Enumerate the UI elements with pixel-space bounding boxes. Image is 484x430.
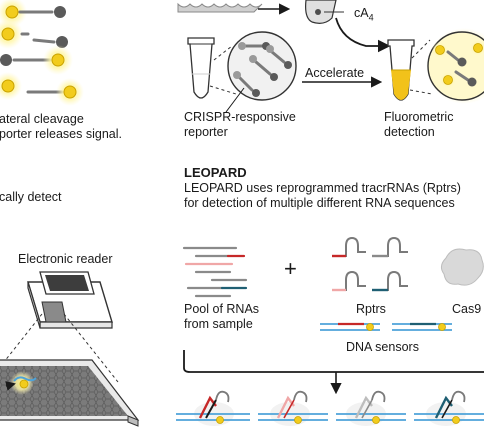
plus-symbol: + [284, 256, 297, 281]
tube-icon [187, 37, 215, 99]
leopard-description-line2: for detection of multiple different RNA … [184, 196, 455, 210]
leopard-description-line1: LEOPARD uses reprogrammed tracrRNAs (Rpt… [184, 181, 461, 195]
reporter-bead-icon [0, 54, 12, 66]
accelerate-label: Accelerate [305, 66, 365, 80]
rptr-hairpin-icon [332, 236, 408, 292]
electronic-reader-icon [27, 271, 113, 329]
rna-pool-icon [182, 246, 248, 298]
zoom-circle-icon [426, 28, 484, 104]
reporter-bead-icon [63, 85, 77, 99]
cas9-blob-icon [440, 248, 484, 286]
cas-complex-icon [305, 0, 337, 24]
cas9-label: Cas9 [452, 302, 482, 316]
reporter-bead-icon [54, 6, 66, 18]
tube-icon [387, 39, 415, 101]
leopard-title: LEOPARD [184, 165, 247, 180]
reporter-bead-icon [51, 53, 65, 67]
reporter-bead-icon [56, 36, 68, 48]
detect-caption: cally detect [0, 190, 62, 204]
reporter-beads [0, 0, 84, 106]
zoom-circle-icon [227, 31, 297, 101]
rptrs-label: Rptrs [356, 302, 386, 316]
chip-icon [0, 359, 140, 427]
dna-sensor-icon [320, 322, 452, 331]
cleavage-caption-line2: porter releases signal. [0, 127, 122, 141]
reporter-bead-icon [5, 5, 19, 19]
dna-sensors-label: DNA sensors [346, 340, 419, 354]
reporter-caption-line1: CRISPR-responsive [184, 110, 296, 124]
reporter-bead-icon [1, 79, 15, 93]
reporter-caption-line2: reporter [184, 125, 228, 139]
reporter-bead-icon [1, 27, 15, 41]
electronic-reader-label: Electronic reader [18, 252, 113, 266]
pool-label-line2: from sample [184, 317, 253, 331]
cleavage-caption-line1: ateral cleavage [0, 112, 84, 126]
rptr-complex-row [176, 390, 484, 426]
fluor-caption-line1: Fluorometric [384, 110, 454, 124]
rna-strand-icon [177, 2, 263, 13]
ca4-label: cA4 [354, 6, 374, 23]
fluor-caption-line2: detection [384, 125, 435, 139]
pool-label-line1: Pool of RNAs [184, 302, 260, 316]
